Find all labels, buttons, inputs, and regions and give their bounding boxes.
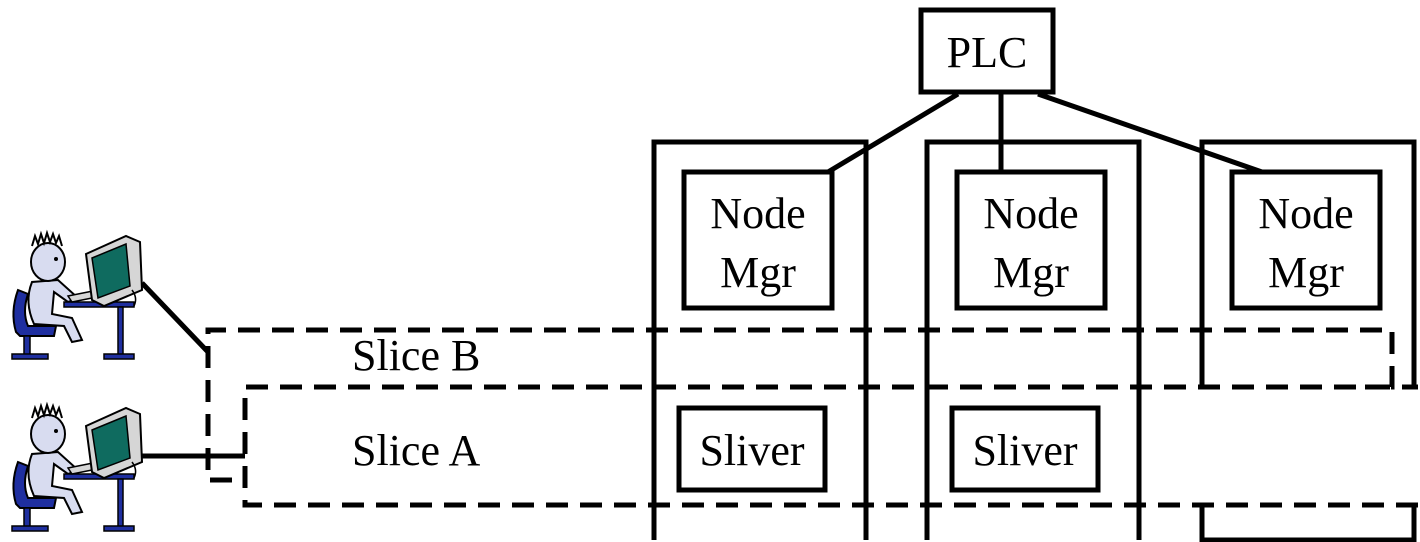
node-2-manager-box	[954, 169, 1108, 311]
node-2-outline	[924, 139, 1142, 540]
node-3: Node Mgr	[1199, 139, 1417, 542]
plc: PLC	[918, 7, 1056, 95]
user-at-computer-icon	[11, 232, 143, 360]
plc-label: PLC	[947, 28, 1028, 77]
node-2-manager-line1: Node	[983, 189, 1078, 238]
user-1-link	[140, 281, 210, 354]
slice-b-outline	[205, 327, 1395, 483]
node-3-manager-box	[1229, 169, 1383, 311]
node-1-manager-box	[681, 169, 835, 311]
node-1-sliver-label: Sliver	[699, 426, 804, 475]
slice-a-label: Slice A	[352, 426, 481, 475]
node-3-outline-bottom	[1199, 505, 1417, 542]
slice-a-outline	[242, 384, 1418, 508]
node-1-manager-line2: Mgr	[720, 248, 796, 297]
node-3-outline-top	[1199, 139, 1417, 385]
node-2-sliver-box	[949, 405, 1101, 493]
node-1: Node Mgr Sliver	[651, 139, 869, 540]
plc-box	[918, 7, 1056, 95]
plc-link-node-1	[826, 91, 960, 175]
node-1-outline	[651, 139, 869, 540]
node-2: Node Mgr Sliver	[924, 139, 1142, 540]
node-1-manager-line1: Node	[710, 189, 805, 238]
slice-b-label: Slice B	[352, 331, 480, 380]
node-1-sliver-box	[676, 405, 828, 493]
node-2-sliver-label: Sliver	[972, 426, 1077, 475]
node-3-manager-line2: Mgr	[1268, 248, 1344, 297]
node-2-manager-line2: Mgr	[993, 248, 1069, 297]
slice-b: Slice B	[205, 327, 1395, 483]
user-at-computer-icon	[11, 404, 143, 532]
plc-link-node-3	[1037, 91, 1263, 175]
node-3-manager-line1: Node	[1258, 189, 1353, 238]
plc-connectors	[826, 91, 1263, 175]
slice-a: Slice A	[242, 384, 1418, 508]
